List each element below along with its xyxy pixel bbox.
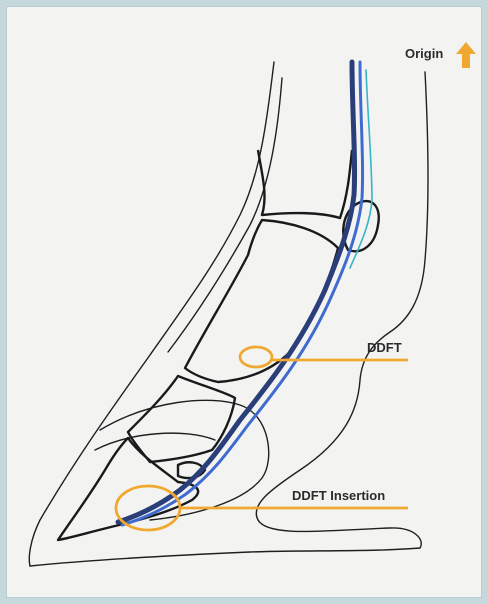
ddft-tendon-blue [122,62,363,525]
dorsal-outline [29,62,274,566]
cannon-bone [258,150,352,218]
ddft-tendon-dark [118,62,355,522]
palmar-outline [256,72,428,548]
long-pastern-bone [185,220,338,382]
ddft-highlight-circle [240,347,272,367]
sole-line [30,548,420,566]
hoof-wall-inner [95,433,215,450]
ddft-label: DDFT [367,340,402,355]
up-arrow-icon [456,42,476,68]
origin-label: Origin [405,46,443,61]
ddft-insertion-label: DDFT Insertion [292,488,385,503]
